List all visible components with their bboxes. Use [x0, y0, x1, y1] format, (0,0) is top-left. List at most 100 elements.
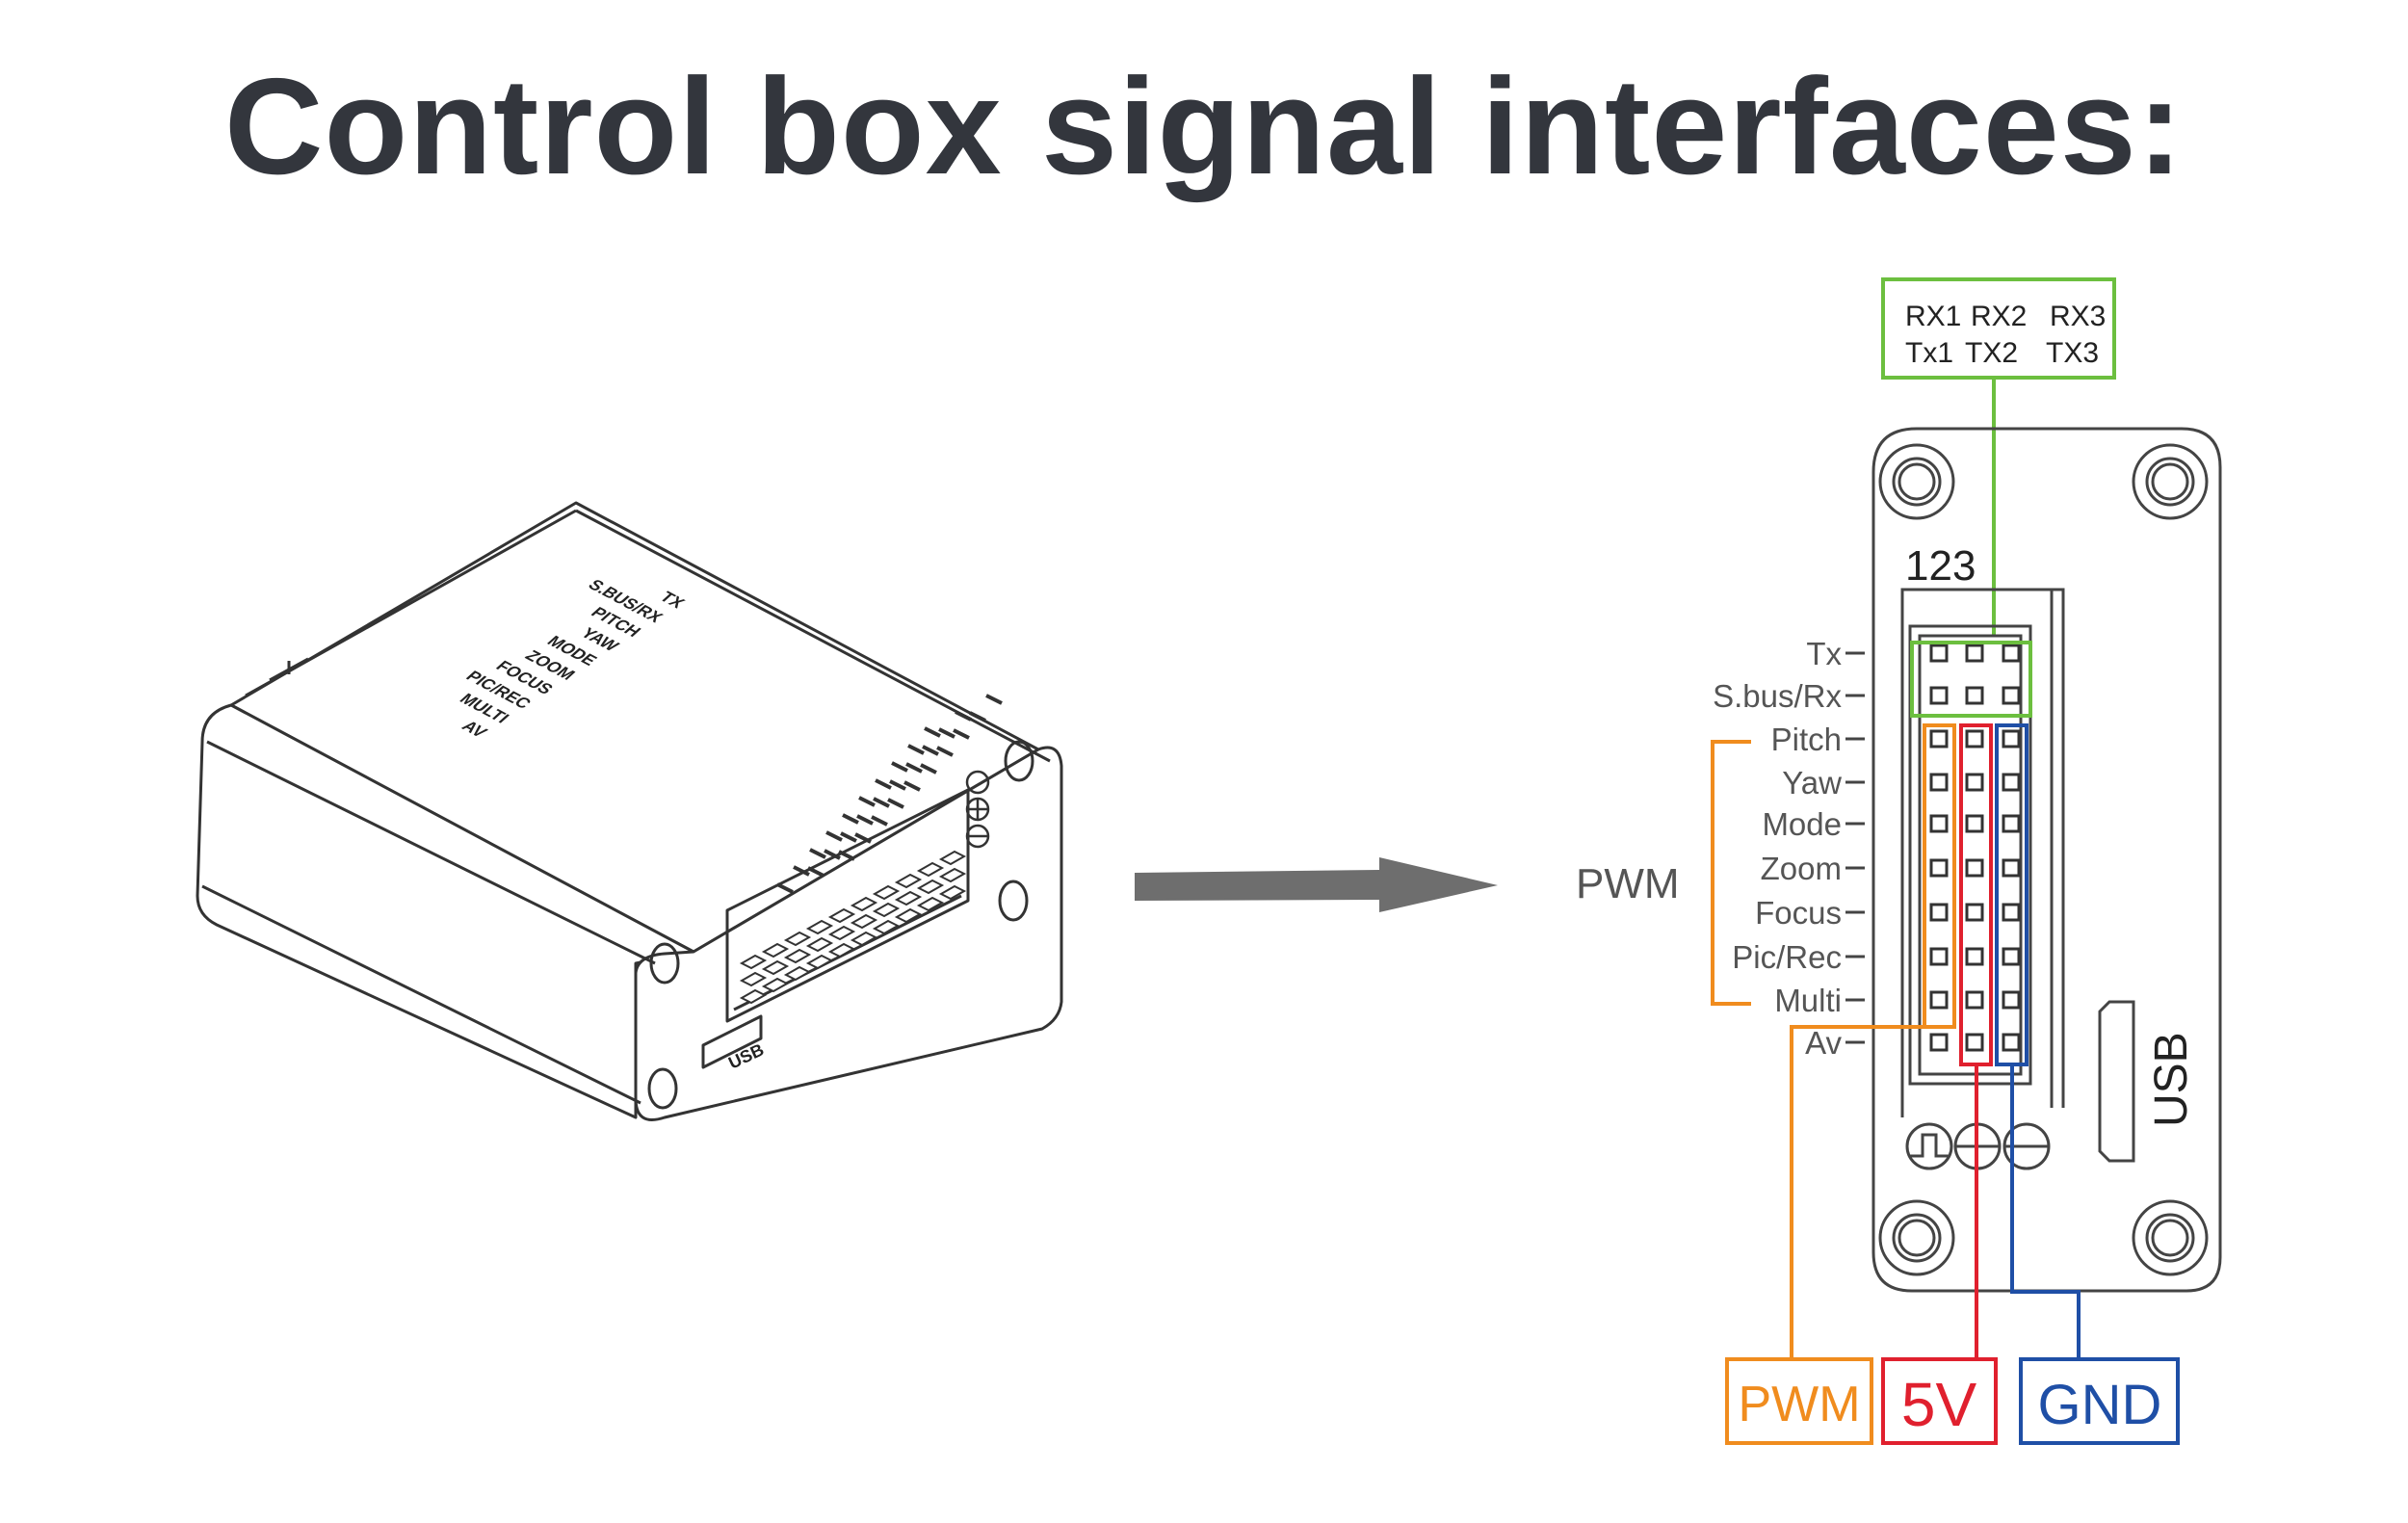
device-label-dash	[856, 814, 874, 826]
legend-pwm-label: PWM	[1738, 1377, 1860, 1432]
legend-pwm-box	[1725, 1357, 1873, 1445]
device-header-pin	[916, 896, 945, 912]
device-label-dash	[776, 882, 794, 894]
pwm-wire	[1790, 1025, 1927, 1363]
pin-9-1	[1929, 990, 1949, 1010]
device-label-dash	[793, 865, 810, 877]
legend: PWM 5V GND	[1725, 1357, 2180, 1445]
device-label-dash	[871, 815, 888, 827]
pwm-bracket	[1711, 740, 1751, 1006]
pin-label-tx: Tx	[1806, 636, 1842, 671]
pin-label-focus: Focus	[1755, 895, 1842, 931]
legend-gnd-box	[2019, 1357, 2180, 1445]
pin-5-3	[2002, 814, 2021, 833]
arrow-right-icon	[1135, 857, 1498, 912]
legend-gnd-label: GND	[2038, 1374, 2162, 1436]
pin-3-2	[1965, 729, 1984, 748]
device-label-dash	[858, 796, 876, 807]
plus-icon-glyph	[967, 799, 988, 820]
header-pin-frame	[1918, 634, 2023, 1076]
pin-labels: TxS.bus/RxPitchYawModeZoomFocusPic/RecMu…	[1713, 636, 1865, 1061]
device-header-pin	[783, 948, 812, 964]
uart-tx1: Tx1	[1905, 337, 1953, 369]
legend-5v-label: 5V	[1901, 1370, 1977, 1439]
pin-label-zoom: Zoom	[1761, 851, 1842, 886]
box-left-face	[196, 703, 695, 1119]
device-header-pin	[938, 867, 967, 883]
screw-hole	[647, 1067, 678, 1110]
pin-7-2	[1965, 903, 1984, 922]
board-frame	[1871, 427, 2222, 1293]
pin-2-2	[1965, 686, 1984, 705]
device-label-dash	[889, 779, 906, 791]
device-label-dash	[873, 797, 890, 808]
device-header-pin	[805, 954, 834, 970]
ground-wire	[2010, 1064, 2081, 1363]
device-label-dash	[924, 726, 941, 738]
pin-10-2	[1965, 1033, 1984, 1052]
pin-8-2	[1965, 947, 1984, 966]
screw-hole	[649, 942, 680, 985]
pin-2-3	[2002, 686, 2021, 705]
box-edge-line	[201, 884, 641, 1105]
pin-7-1	[1929, 903, 1949, 922]
pin-header-window	[725, 788, 970, 1023]
screw-hole	[1004, 740, 1034, 782]
mount-hole-top-right	[2132, 443, 2209, 520]
device-header-pin	[761, 942, 790, 958]
pin-1-2	[1965, 643, 1984, 663]
pin-7-3	[2002, 903, 2021, 922]
device-header-pin	[739, 971, 768, 987]
device-header-pin	[850, 913, 878, 930]
device-label-dash	[903, 780, 921, 792]
device-header-pin	[805, 919, 834, 935]
device-header-pin	[739, 988, 768, 1005]
pin-1-1	[1929, 643, 1949, 663]
column-header: 123	[1905, 542, 1976, 590]
pwm-group-label: PWM	[1576, 860, 1680, 907]
pin-8-3	[2002, 947, 2021, 966]
device-header-pin	[783, 931, 812, 947]
device-label-dash	[938, 727, 955, 739]
pin-6-1	[1929, 858, 1949, 878]
uart-tx2: TX2	[1965, 337, 2018, 369]
pin-label-pitch: Pitch	[1771, 722, 1842, 757]
device-label-dash	[955, 710, 972, 722]
device-header-pin	[916, 879, 945, 895]
device-label-dash	[875, 778, 892, 790]
device-label-dash	[985, 694, 1003, 705]
screw-hole	[998, 880, 1029, 922]
mount-hole-bottom-right	[2132, 1199, 2209, 1276]
pin-5-2	[1965, 814, 1984, 833]
device-label-dash	[825, 830, 843, 842]
device-header-pin	[827, 925, 856, 941]
uart-box-frame	[1881, 277, 2116, 380]
pin-9-3	[2002, 990, 2021, 1010]
pin-5-1	[1929, 814, 1949, 833]
page-title: Control box signal interfaces:	[223, 50, 2185, 203]
uart-tx3: TX3	[2046, 337, 2099, 369]
pin-9-2	[1965, 990, 1984, 1010]
device-label-dash	[953, 728, 970, 740]
device-header-pin	[872, 902, 901, 918]
device-polarity-symbols	[965, 770, 990, 849]
device-label-dash	[891, 761, 908, 773]
pin-10-1	[1929, 1033, 1949, 1052]
pin-label-multi: Multi	[1774, 983, 1842, 1018]
device-header-pin	[850, 931, 878, 947]
pin-8-1	[1929, 947, 1949, 966]
device-header-pin	[938, 850, 967, 866]
device-label-dash	[922, 745, 939, 756]
uart-rx2: RX2	[1971, 301, 2027, 332]
pin-10-3	[2002, 1033, 2021, 1052]
device-label-dash	[887, 798, 904, 809]
device-label-dash	[838, 850, 855, 861]
pin-label-mode: Mode	[1762, 806, 1842, 842]
pin-3-3	[2002, 729, 2021, 748]
signal-icon	[1905, 1122, 1953, 1170]
pin-header-pins	[739, 850, 967, 1005]
device-header-pin	[938, 884, 967, 901]
board-outline	[1871, 427, 2222, 1293]
board-usb-port	[2098, 1000, 2135, 1163]
device-label-dash	[905, 762, 923, 774]
